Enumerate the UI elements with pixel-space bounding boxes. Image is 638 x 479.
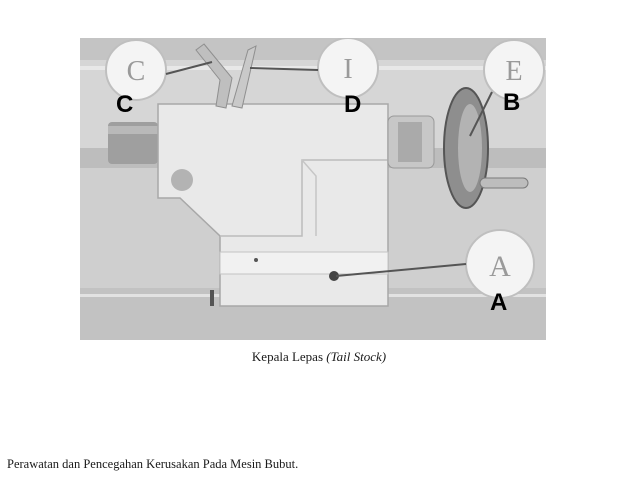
figure-caption: Kepala Lepas (Tail Stock)	[0, 349, 638, 365]
callout-a: A	[489, 250, 511, 283]
label-d: D	[344, 91, 362, 118]
callout-c: C	[127, 56, 146, 87]
caption-italic: (Tail Stock)	[326, 349, 387, 364]
callout-d: I	[343, 54, 352, 85]
footer-text: Perawatan dan Pencegahan Kerusakan Pada …	[7, 457, 299, 471]
label-a: A	[490, 289, 508, 316]
tailstock-photo: C I E A	[80, 38, 546, 340]
caption-main: Kepala Lepas	[251, 349, 324, 364]
label-c: C	[116, 91, 134, 118]
callout-b: E	[505, 56, 522, 87]
label-b: B	[503, 89, 521, 116]
